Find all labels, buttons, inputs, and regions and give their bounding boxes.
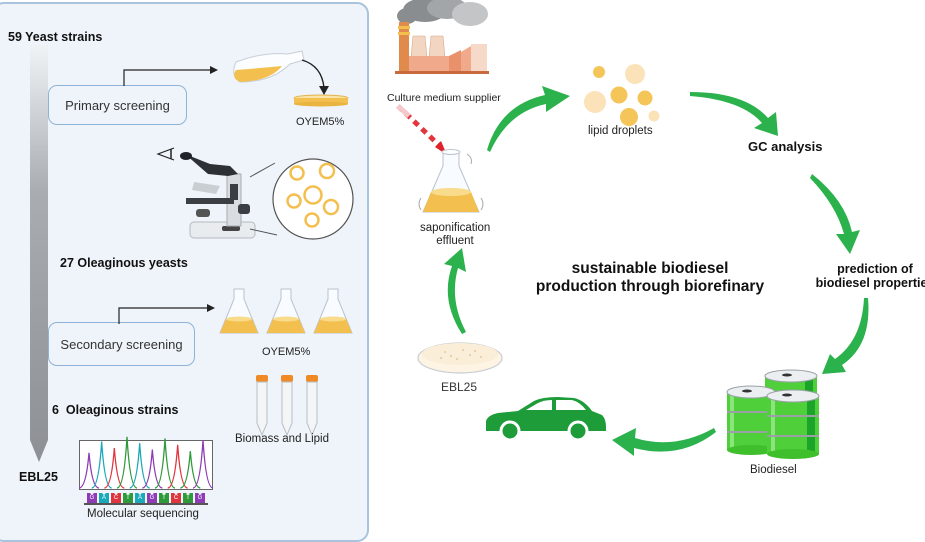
primary-medium-label: OYEM5% [296, 116, 345, 128]
base-tile: T [183, 493, 193, 503]
effluent-label: saponification effluent [420, 222, 490, 248]
base-tile: G [87, 493, 97, 503]
stage-label-6-oleaginous: 6 Oleaginous strains [52, 403, 179, 417]
chromatogram-icon [78, 436, 214, 490]
lipid-droplets-label: lipid droplets [588, 125, 653, 137]
biomass-lipid-label: Biomass and Lipid [235, 433, 329, 445]
prediction-label-line1: prediction of [837, 262, 913, 276]
molecular-sequencing-label: Molecular sequencing [87, 508, 199, 520]
primary-screening-label: Primary screening [65, 97, 170, 113]
effluent-label-line2: effluent [436, 235, 474, 247]
primary-connector-arrow-icon [123, 66, 218, 86]
arrow-gc-to-prediction-icon [810, 174, 860, 254]
base-tile: C [111, 493, 121, 503]
arrow-prediction-to-biodiesel-icon [822, 298, 869, 374]
pour-arrow-icon [301, 59, 329, 95]
lipid-droplets-icon [584, 64, 660, 126]
secondary-screening-box: Secondary screening [48, 322, 195, 366]
screening-progress-bar [30, 45, 48, 462]
magnified-cells-icon [249, 158, 354, 240]
strain-petri-dish-icon [417, 342, 503, 374]
stage-label-59-yeast: 59 Yeast strains [8, 30, 103, 44]
shaking-flasks-icon [219, 288, 353, 334]
falcon-tubes-icon [256, 375, 318, 437]
cycle-title-line1: sustainable biodiesel [571, 260, 729, 277]
effluent-label-line1: saponification [420, 222, 491, 234]
eye-icon [156, 147, 175, 161]
cycle-title: sustainable biodiesel production through… [500, 260, 800, 296]
arrow-effluent-to-lipid-icon [487, 86, 570, 152]
chromatogram-peak [192, 439, 214, 489]
base-tile: T [123, 493, 133, 503]
petri-dish-icon [293, 94, 349, 107]
stage-label-ebl25: EBL25 [19, 470, 58, 484]
secondary-connector-arrow-icon [118, 304, 215, 324]
base-tile: A [135, 493, 145, 503]
biodiesel-barrels-icon [726, 369, 820, 459]
biodiesel-label: Biodiesel [750, 464, 797, 476]
factory-icon [395, 0, 489, 74]
stage-label-27-oleaginous: 27 Oleaginous yeasts [60, 256, 188, 270]
gc-analysis-label: GC analysis [748, 139, 823, 154]
base-tile: C [171, 493, 181, 503]
sequence-baseline [84, 503, 208, 505]
saponification-flask-icon [418, 149, 484, 213]
base-tile: G [195, 493, 205, 503]
prediction-label-line2: biodiesel properties [815, 276, 925, 290]
base-tile: G [147, 493, 157, 503]
base-tile: A [99, 493, 109, 503]
arrow-strain-to-effluent-icon [444, 248, 466, 334]
base-tile: T [159, 493, 169, 503]
primary-screening-box: Primary screening [48, 85, 187, 125]
arrow-lipid-to-gc-icon [690, 92, 778, 136]
secondary-medium-label: OYEM5% [262, 346, 311, 358]
cycle-title-line2: production through biorefinary [535, 278, 765, 295]
arrow-biodiesel-to-car-icon [612, 428, 716, 456]
prediction-label: prediction of biodiesel properties [790, 262, 925, 290]
secondary-screening-label: Secondary screening [60, 336, 183, 352]
pouring-flask-icon [233, 50, 305, 83]
cycle-arrows [444, 86, 869, 456]
supplier-label: Culture medium supplier [387, 92, 501, 104]
car-icon [486, 397, 606, 442]
strain-label: EBL25 [441, 380, 478, 394]
